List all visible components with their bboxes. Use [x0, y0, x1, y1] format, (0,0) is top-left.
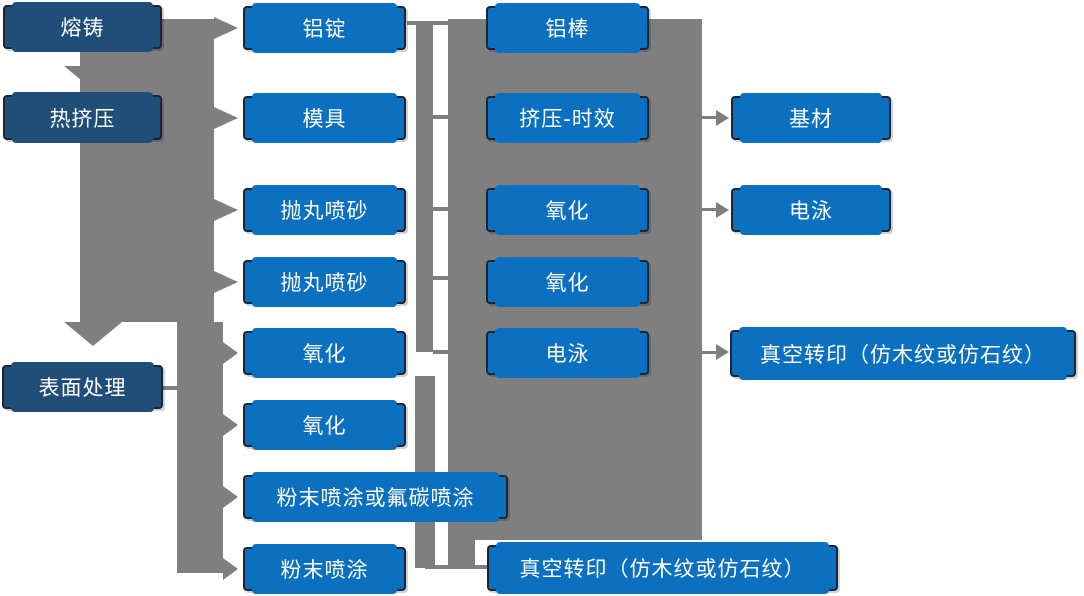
row-connector-line-1	[407, 21, 448, 25]
arrow-to-shot-blasting-2-icon	[214, 271, 238, 293]
node-oxidation-3: 氧化	[486, 185, 649, 235]
arrow-to-substrate-icon	[716, 110, 729, 126]
node-vacuum-transfer-printing-right: 真空转印（仿木纹或仿石纹）	[730, 327, 1076, 380]
node-shot-blasting-2: 抛丸喷砂	[243, 257, 406, 307]
node-extrusion-aging: 挤压-时效	[486, 93, 649, 143]
node-electrophoresis-1: 电泳	[486, 328, 649, 378]
node-substrate: 基材	[731, 93, 891, 143]
arrow-to-oxidation-1-icon	[223, 342, 238, 364]
arrow-to-powder-or-fluorocarbon-coating-icon	[223, 486, 238, 508]
row-connector-line-3	[433, 207, 448, 211]
connector-surface-treatment-stub	[161, 386, 177, 390]
node-powder-coating: 粉末喷涂	[243, 544, 406, 594]
node-oxidation-2: 氧化	[243, 400, 406, 450]
node-vacuum-transfer-printing-bottom: 真空转印（仿木纹或仿石纹）	[487, 542, 838, 594]
node-aluminum-rod: 铝棒	[486, 3, 649, 53]
arrow-to-powder-coating-icon	[223, 558, 238, 580]
connector-left-main-band	[80, 19, 214, 322]
arrow-to-electrophoresis-icon	[716, 202, 729, 218]
node-surface-treatment: 表面处理	[2, 362, 163, 412]
connector-line-to-electrophoresis	[702, 208, 716, 211]
node-shot-blasting-1: 抛丸喷砂	[243, 185, 406, 235]
arrow-to-oxidation-2-icon	[223, 414, 238, 436]
connector-mid-bar-upper	[416, 22, 433, 352]
arrow-to-vacuum-transfer-icon	[716, 344, 729, 360]
connector-line-to-substrate	[702, 116, 716, 119]
row-connector-line-4	[433, 276, 448, 280]
arrow-to-aluminum-ingot-icon	[214, 17, 238, 39]
node-mold: 模具	[243, 93, 406, 143]
connector-surface-treatment-bar	[177, 322, 223, 573]
node-electrophoresis-2: 电泳	[731, 185, 891, 235]
arrow-to-shot-blasting-1-icon	[214, 199, 238, 221]
node-melting-casting: 熔铸	[3, 2, 162, 52]
connector-right-block-foot	[448, 540, 475, 568]
node-oxidation-1: 氧化	[243, 328, 406, 378]
row-connector-line-2	[433, 115, 448, 119]
arrow-down-to-surface-treatment-icon	[64, 322, 122, 346]
row-connector-line-5	[433, 350, 448, 354]
node-hot-extrusion: 热挤压	[3, 92, 162, 143]
connector-line-to-vacuum-transfer-right	[702, 351, 716, 354]
node-aluminum-ingot: 铝锭	[243, 3, 406, 53]
arrow-down-to-hot-extrusion-icon	[64, 66, 122, 90]
node-oxidation-4: 氧化	[486, 257, 649, 307]
node-powder-or-fluorocarbon-coating: 粉末喷涂或氟碳喷涂	[243, 472, 508, 522]
arrow-to-mold-icon	[214, 107, 238, 129]
